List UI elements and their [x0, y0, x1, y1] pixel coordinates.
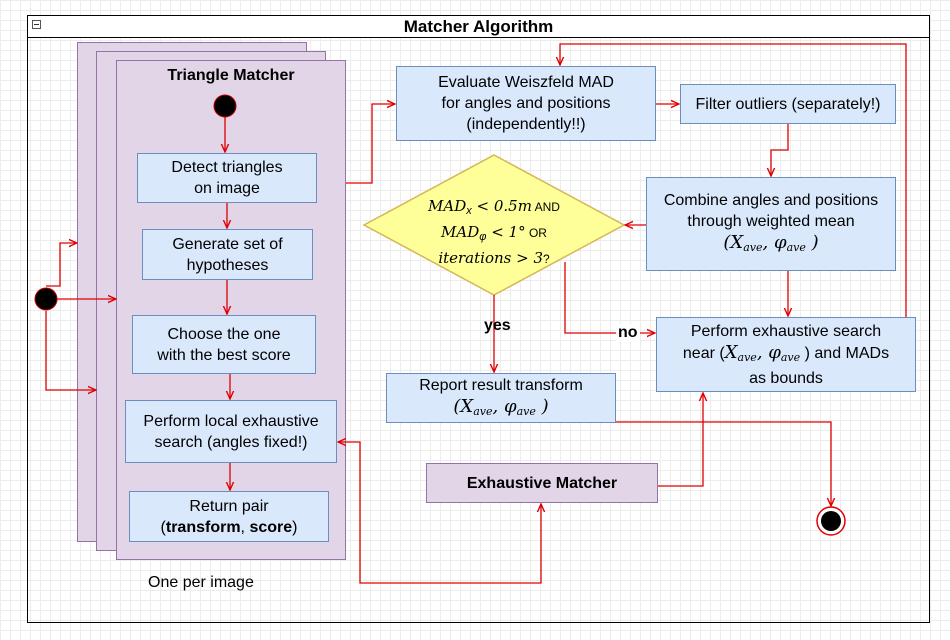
exh-post: ) and MADs — [800, 344, 890, 362]
exh-line3: as bounds — [749, 369, 823, 387]
evaluate-line1: Evaluate Weiszfeld MAD — [438, 74, 614, 91]
detect-line2: on image — [194, 180, 260, 197]
arrow-decision-no — [564, 262, 655, 333]
generate-line1: Generate set of — [172, 235, 283, 253]
exh-x: X — [724, 341, 738, 363]
arrow-start-to-lane-middle — [45, 311, 96, 390]
exh-line1: Perform exhaustive search — [690, 322, 882, 340]
generate-hypotheses-box[interactable]: Generate set of hypotheses — [142, 229, 313, 280]
combine-math: (Xave, φave ) — [723, 232, 819, 254]
decision-line1: MADx < 0.5m AND — [394, 196, 594, 222]
choose-line1: Choose the one — [167, 325, 281, 343]
decision-or: OR — [525, 226, 547, 240]
exh-pre: near ( — [682, 344, 725, 362]
combine-close: ) — [805, 232, 819, 253]
arrow-lane-to-evaluate — [346, 104, 395, 184]
combine-x: (X — [723, 232, 744, 253]
decision-l2-mad: MAD — [441, 223, 480, 241]
combine-sub2: ave — [786, 241, 806, 254]
exh-sub1: ave — [737, 350, 757, 364]
start-node — [34, 287, 58, 311]
end-node-inner — [821, 511, 841, 531]
decision-l2-rest: < 1° — [486, 223, 526, 241]
return-line1: Return pair — [189, 497, 269, 515]
report-sub1: ave — [473, 404, 493, 418]
decision-l1-mad: MAD — [428, 197, 467, 215]
report-x: (X — [453, 395, 474, 417]
one-per-image-caption: One per image — [148, 574, 254, 591]
arrow-report-to-end — [616, 421, 831, 506]
return-transform: transform — [165, 518, 241, 536]
exhaustive-matcher-title: Exhaustive Matcher — [466, 474, 618, 492]
decision-text[interactable]: MADx < 0.5m AND MADφ < 1° OR iterations … — [394, 196, 594, 270]
evaluate-mad-box[interactable]: Evaluate Weiszfeld MAD for angles and pos… — [396, 66, 656, 141]
return-comma: , — [240, 518, 250, 536]
return-close: ) — [292, 518, 298, 536]
evaluate-line2: for angles and positions — [441, 95, 611, 112]
report-result-box[interactable]: Report result transform(Xave, φave ) — [386, 373, 616, 423]
local-line1: Perform local exhaustive — [143, 412, 319, 430]
matcher-frame: Matcher Algorithm — [27, 15, 930, 623]
detect-triangles-box[interactable]: Detect triangles on image — [137, 153, 317, 203]
evaluate-line3: (independently!!) — [466, 116, 586, 133]
combine-line2: through weighted mean — [687, 213, 855, 230]
arrow-start-to-lane-back — [46, 243, 77, 287]
decision-and: AND — [531, 200, 560, 214]
triangle-matcher-title: Triangle Matcher — [167, 67, 295, 84]
filter-outliers-box[interactable]: Filter outliers (separately!) — [680, 84, 896, 124]
generate-line2: hypotheses — [186, 256, 269, 274]
combine-phi: , φ — [762, 232, 787, 253]
report-sub2: ave — [516, 404, 536, 418]
combine-line1: Combine angles and positions — [663, 192, 879, 209]
frame-title: Matcher Algorithm — [403, 17, 554, 36]
return-score: score — [249, 518, 293, 536]
decision-line2: MADφ < 1° OR — [394, 222, 594, 248]
exhaustive-matcher-box[interactable]: Exhaustive Matcher — [426, 463, 658, 503]
exhaustive-search-box[interactable]: Perform exhaustive search near (Xave, φav… — [656, 317, 916, 392]
collapse-icon[interactable] — [32, 20, 41, 29]
arrow-loop-to-exhaustive-matcher — [359, 504, 541, 584]
decision-l3-iter: iterations > 3 — [438, 249, 543, 267]
exh-sub2: ave — [780, 350, 801, 364]
triangle-start-node — [213, 94, 237, 118]
exh-phi: , φ — [756, 341, 781, 363]
local-line2: search (angles fixed!) — [154, 433, 308, 451]
arrow-filter-to-combine — [771, 124, 789, 176]
return-pair-box[interactable]: Return pair (transform, score) — [129, 491, 329, 542]
choose-best-box[interactable]: Choose the one with the best score — [132, 315, 316, 374]
choose-line2: with the best score — [157, 346, 291, 364]
decision-l2-sub: φ — [479, 231, 487, 243]
no-label: no — [616, 324, 640, 342]
return-open: ( — [160, 518, 166, 536]
combine-box[interactable]: Combine angles and positions through weig… — [646, 177, 896, 271]
yes-label: yes — [484, 317, 511, 334]
decision-q: ? — [543, 252, 550, 266]
local-search-box[interactable]: Perform local exhaustive search (angles f… — [125, 400, 337, 463]
report-math: (Xave, φave ) — [453, 395, 549, 418]
filter-text: Filter outliers (separately!) — [695, 95, 881, 113]
arrow-loop-to-local-search — [338, 442, 361, 560]
frame-header: Matcher Algorithm — [28, 16, 929, 38]
decision-l1-rest: < 0.5m — [471, 197, 532, 215]
arrow-matcher-to-search — [658, 393, 703, 487]
decision-line3: iterations > 3? — [394, 248, 594, 270]
decision-l1-sub: x — [466, 205, 472, 217]
report-close: ) — [535, 395, 549, 417]
arrow-loop-back — [560, 43, 907, 317]
exh-math: Xave, φave — [724, 341, 801, 364]
combine-sub1: ave — [743, 241, 763, 254]
report-phi: , φ — [492, 395, 517, 417]
report-line1: Report result transform — [419, 376, 583, 394]
detect-line1: Detect triangles — [171, 159, 283, 176]
